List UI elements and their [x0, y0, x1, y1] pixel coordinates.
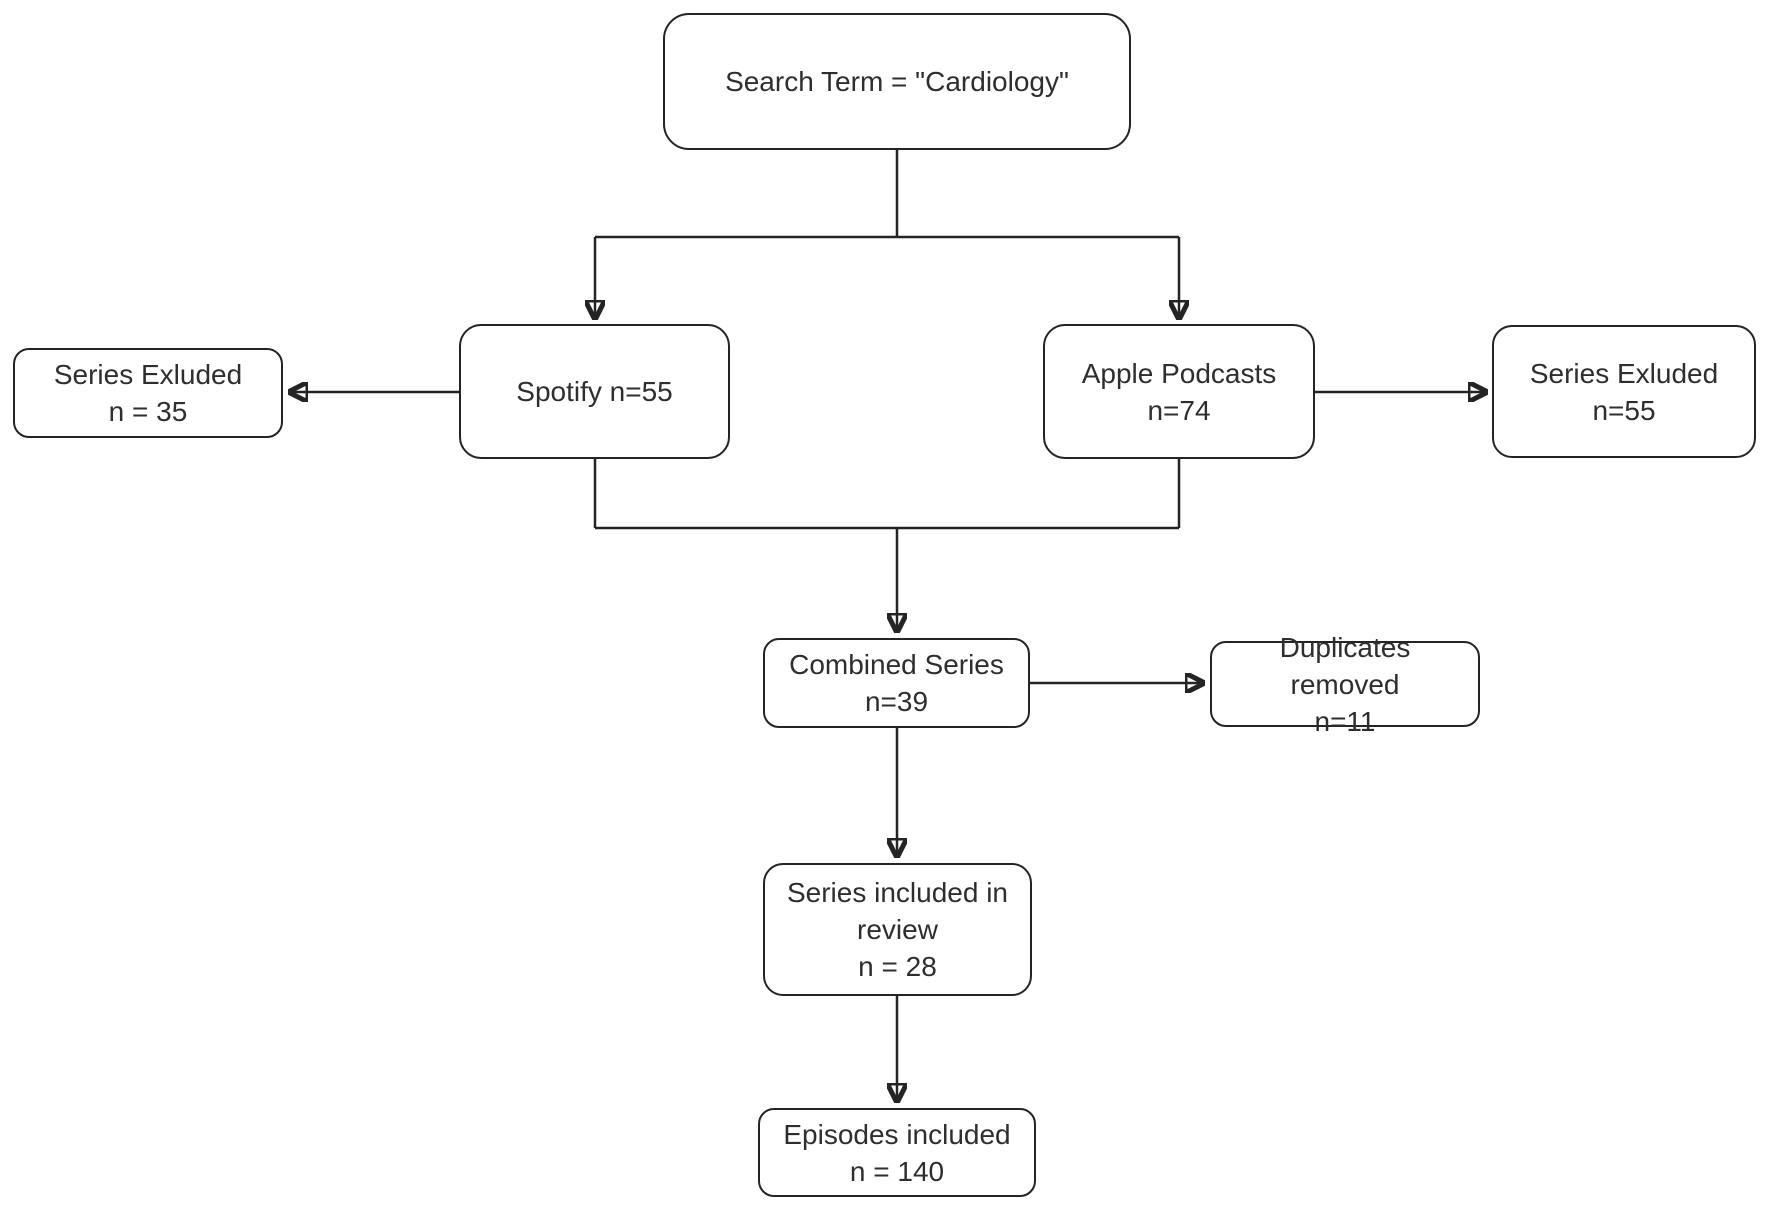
node-duplicates-removed: Duplicates removed n=11: [1210, 632, 1480, 737]
node-series-excluded-left-label: Series Exluded: [53, 359, 243, 390]
node-series-included-label-1: Series included in: [786, 877, 1009, 908]
node-spotify: Spotify n=55: [459, 324, 730, 459]
node-apple-podcasts-count: n=74: [1147, 394, 1211, 426]
node-series-excluded-right-count: n=55: [1592, 394, 1656, 426]
node-series-included-count: n = 28: [858, 951, 937, 982]
node-spotify-label: Spotify n=55: [516, 376, 673, 407]
node-series-excluded-right-label: Series Exluded: [1529, 357, 1719, 389]
node-series-excluded-right: Series Exluded n=55: [1492, 325, 1756, 458]
node-episodes-included-label: Episodes included: [783, 1118, 1011, 1150]
node-apple-podcasts: Apple Podcasts n=74: [1043, 324, 1315, 459]
node-episodes-included: Episodes included n = 140: [758, 1108, 1036, 1197]
node-combined-series-count: n=39: [864, 686, 929, 717]
node-search-term-label: Search Term = "Cardiology": [725, 66, 1069, 97]
node-series-excluded-left: Series Exluded n = 35: [13, 348, 283, 438]
node-combined-series-label: Combined Series: [789, 649, 1004, 680]
node-duplicates-removed-count: n=11: [1314, 705, 1376, 737]
node-series-included: Series included in review n = 28: [763, 863, 1032, 996]
node-search-term: Search Term = "Cardiology": [663, 13, 1131, 150]
node-duplicates-removed-label: Duplicates removed: [1279, 631, 1411, 700]
node-series-excluded-left-count: n = 35: [108, 396, 188, 427]
node-episodes-included-count: n = 140: [849, 1155, 945, 1187]
node-apple-podcasts-label: Apple Podcasts: [1081, 357, 1277, 389]
node-combined-series: Combined Series n=39: [763, 638, 1030, 728]
node-series-included-label-2: review: [857, 914, 938, 945]
